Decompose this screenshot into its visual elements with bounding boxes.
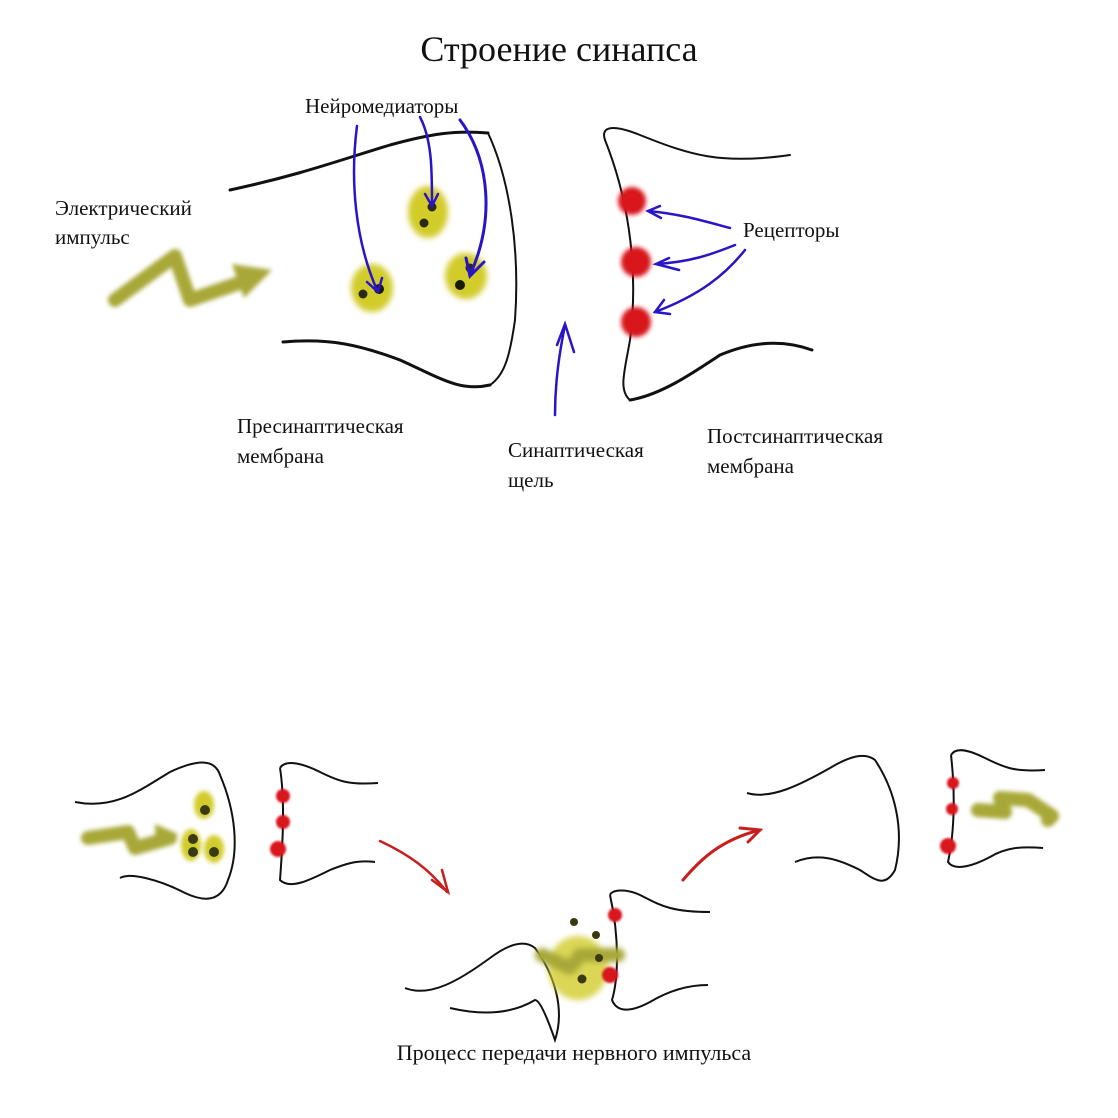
vesicle xyxy=(445,253,487,299)
stage-1 xyxy=(74,761,379,900)
postsynaptic-top-outline xyxy=(603,127,791,160)
label-cleft-1: Синаптическая xyxy=(508,438,644,462)
receptor xyxy=(270,841,286,857)
arrow-icon xyxy=(653,248,747,314)
stage3-presynaptic-outline xyxy=(746,754,900,882)
presynaptic-bottom-outline xyxy=(281,339,492,389)
receptor-arrows xyxy=(645,204,747,316)
stage3-impulse-icon xyxy=(971,791,1059,827)
diagram-title: Строение синапса xyxy=(420,29,698,69)
label-electric-impulse-1: Электрический xyxy=(55,196,192,220)
arrow-icon xyxy=(458,118,488,277)
receptor xyxy=(602,967,618,983)
receptor xyxy=(621,307,651,337)
label-neurotransmitters: Нейромедиаторы xyxy=(305,94,459,118)
label-postsynaptic-2: мембрана xyxy=(707,454,794,478)
stage3-postsynaptic-outline xyxy=(946,749,1046,868)
cleft-arrow-icon xyxy=(553,320,576,417)
stage-2 xyxy=(404,889,711,1044)
label-presynaptic-2: мембрана xyxy=(237,444,324,468)
receptor xyxy=(276,815,290,829)
arrow-icon xyxy=(646,209,732,230)
postsynaptic-bottom-outline xyxy=(628,341,814,402)
stage1-postsynaptic-outline xyxy=(278,762,379,886)
label-cleft-2: щель xyxy=(508,468,554,492)
stage1-presynaptic-outline xyxy=(74,761,236,900)
receptor xyxy=(618,187,646,215)
neurotransmitter-arrows xyxy=(352,115,488,295)
receptor xyxy=(946,803,958,815)
presynaptic-top-outline xyxy=(228,130,490,192)
label-presynaptic-1: Пресинаптическая xyxy=(237,414,404,438)
receptor xyxy=(621,247,651,277)
receptor xyxy=(276,789,290,803)
presynaptic-membrane xyxy=(487,132,518,386)
process-arrow-icon xyxy=(681,826,764,882)
label-receptors: Рецепторы xyxy=(743,218,840,242)
receptor xyxy=(608,908,622,922)
stage2-postsynaptic-outline xyxy=(609,889,711,1011)
label-postsynaptic-1: Постсинаптическая xyxy=(707,424,884,448)
stage1-impulse-icon xyxy=(81,825,177,855)
label-electric-impulse-2: импульс xyxy=(55,225,130,249)
arrow-icon xyxy=(352,124,379,292)
presynaptic-terminal xyxy=(228,130,518,389)
process-caption: Процесс передачи нервного импульса xyxy=(396,1040,752,1065)
stage-3 xyxy=(746,749,1059,882)
stage2-presynaptic-outline xyxy=(404,942,560,1044)
arrow-icon xyxy=(654,243,737,266)
receptor xyxy=(940,838,956,854)
electric-impulse-icon xyxy=(108,249,272,307)
receptor xyxy=(947,777,959,789)
process-arrow-icon xyxy=(378,839,451,896)
arrow-icon xyxy=(418,115,434,207)
vesicle xyxy=(408,186,448,238)
